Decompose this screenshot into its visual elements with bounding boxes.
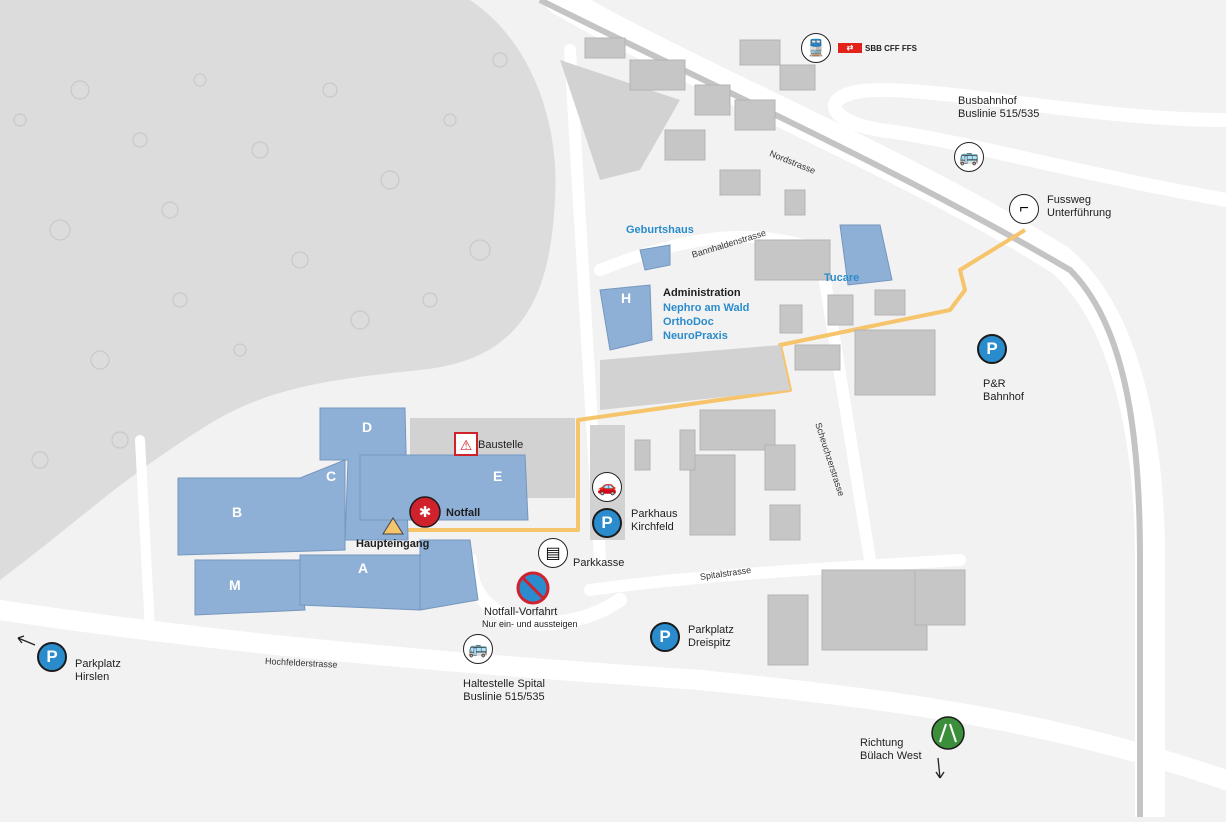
administration-label: Administration — [663, 287, 741, 299]
parking-pr-icon[interactable]: P — [977, 334, 1007, 364]
train-icon: 🚆 — [801, 33, 831, 63]
hospital-buildings — [177, 224, 893, 616]
neuropraxis-label: NeuroPraxis — [663, 330, 728, 342]
nephro-label: Nephro am Wald — [663, 302, 750, 314]
building-label-d: D — [362, 419, 373, 435]
parking-hirslen-icon[interactable]: P — [37, 642, 67, 672]
parkhaus-kirchfeld-label: Parkhaus Kirchfeld — [631, 508, 678, 533]
construction-sign-icon — [454, 432, 478, 456]
svg-text:⚠: ⚠ — [460, 437, 473, 453]
tree-dots — [13, 52, 508, 469]
building-label-a: A — [358, 560, 369, 576]
notfall-vorfahrt-note: Nur ein- und aussteigen — [482, 619, 578, 629]
parking-kirchfeld-icon[interactable]: P — [592, 508, 622, 538]
bus-stop-spital-label: Haltestelle Spital Buslinie 515/535 — [463, 678, 545, 703]
geburtshaus-label: Geburtshaus — [626, 224, 694, 236]
svg-text:✱: ✱ — [419, 503, 432, 521]
building-label-c: C — [326, 468, 337, 484]
ticket-machine-icon: ▤ — [538, 538, 568, 568]
parking-dreispitz-icon[interactable]: P — [650, 622, 680, 652]
stairs-icon: ⌐ — [1009, 194, 1039, 224]
highway-icon — [931, 716, 965, 750]
footpath-label: Fussweg Unterführung — [1047, 194, 1112, 219]
arrow-left-icon — [17, 635, 36, 646]
building-label-h: H — [621, 290, 632, 306]
notfall-vorfahrt-label: Notfall-Vorfahrt — [484, 606, 558, 618]
bus-stop-icon: 🚌 — [463, 634, 493, 664]
grey-buildings — [584, 37, 966, 666]
parkplatz-dreispitz-label: Parkplatz Dreispitz — [688, 624, 734, 649]
baustelle-label: Baustelle — [478, 439, 524, 451]
parkkasse-label: Parkkasse — [573, 557, 625, 569]
forest-area — [0, 0, 556, 580]
notfall-label: Notfall — [446, 507, 481, 519]
orthodoc-label: OrthoDoc — [663, 316, 714, 328]
bus-station-label: Busbahnhof Buslinie 515/535 — [958, 95, 1040, 120]
car-icon: 🚗 — [592, 472, 622, 502]
haupteingang-label: Haupteingang — [356, 538, 430, 550]
tucare-label: Tucare — [824, 272, 860, 284]
emergency-icon — [409, 496, 441, 528]
parkplatz-hirslen-label: Parkplatz Hirslen — [75, 658, 121, 683]
warning-triangle-icon — [382, 517, 404, 535]
building-label-e: E — [493, 468, 503, 484]
building-label-b: B — [232, 504, 243, 520]
arrow-down-icon — [935, 757, 945, 779]
park-ride-label: P&R Bahnhof — [983, 378, 1024, 403]
sbb-logo: ⇄SBB CFF FFS — [838, 43, 917, 53]
building-label-m: M — [229, 577, 241, 593]
bus-icon: 🚌 — [954, 142, 984, 172]
direction-label: Richtung Bülach West — [860, 737, 922, 762]
